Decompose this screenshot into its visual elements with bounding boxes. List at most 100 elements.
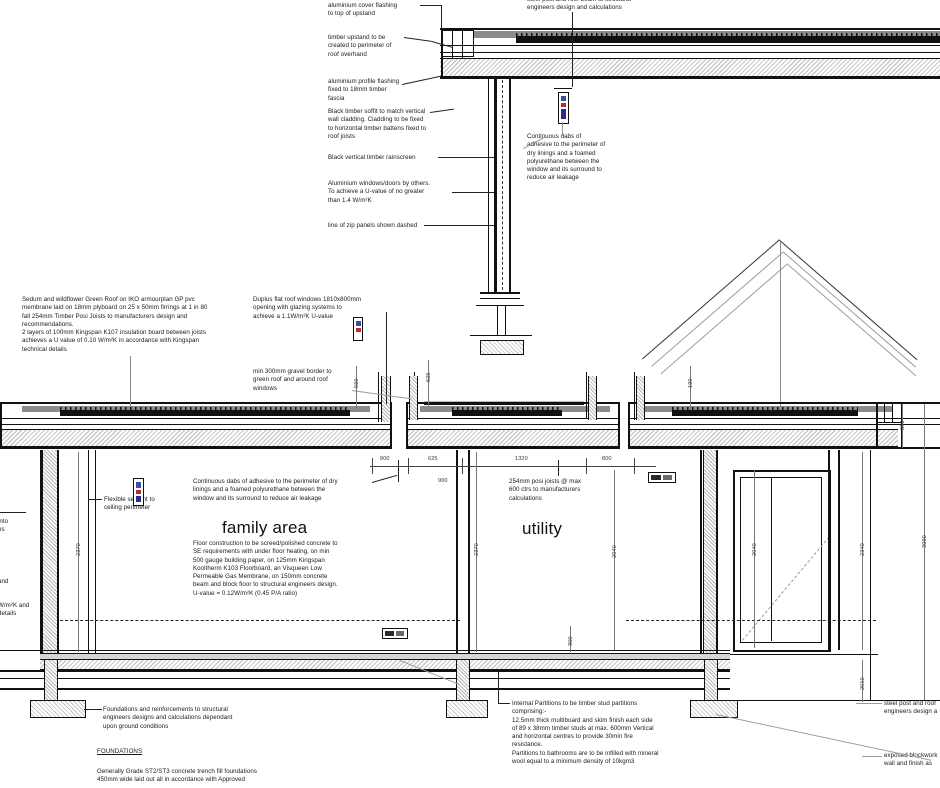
note-foundations-spec: Generally Grade ST2/ST3 concrete trench … [97, 768, 257, 784]
leader-internal-partitions [498, 703, 510, 704]
dim-tick-3 [586, 458, 587, 474]
right-outer-line [870, 450, 871, 700]
note-black-timber-soffit: Black timber soffit to match vertical wa… [328, 108, 427, 140]
central-post-left [456, 450, 458, 660]
foundation-left [30, 700, 86, 718]
floor-insulation [40, 659, 730, 670]
dim-tick-4 [634, 458, 635, 474]
dim-800-b: 800 [602, 456, 612, 462]
datum-chain-line [60, 620, 460, 621]
dimv-line-base-right [862, 660, 863, 702]
note-exposed-blockwork: exposed blockwork wall and finish as [884, 752, 938, 768]
utility-floor-line [700, 654, 878, 655]
dim-900: 900 [438, 478, 448, 484]
leader-internal-partitions-v [498, 672, 499, 704]
leader-steel-post-v [572, 12, 573, 87]
leader-left-edge [0, 512, 26, 513]
room-label-family-area: family area [222, 518, 308, 537]
right-ceiling-line [628, 447, 940, 449]
note-duplus-rooflight: Duplus flat roof windows 1810x800mm open… [253, 296, 362, 320]
note-green-roof-spec: Sedum and wildflower Green Roof on IKO a… [22, 296, 208, 353]
window-base-line [476, 305, 524, 306]
right-roof-deck [628, 418, 940, 419]
right-head-line-1 [884, 404, 885, 422]
roof-deck-line-2 [440, 52, 940, 53]
left-wall-foundation [44, 660, 58, 700]
roof-pitch-left-outer [641, 239, 780, 360]
dimv-550-rooflight: 550 [354, 378, 360, 388]
leader-zip-panels [424, 225, 494, 226]
dimv-line-rooflight-a [356, 366, 357, 408]
leader-green-roof [130, 356, 131, 406]
zip-panel-dashed-line [502, 80, 503, 290]
leader-rooflight [386, 312, 387, 404]
roof-pitch-left-inner [651, 251, 784, 367]
leader-rainscreen [438, 157, 494, 158]
foundation-mid [446, 700, 488, 718]
pad-foundation [480, 340, 524, 355]
ridge-line [780, 240, 781, 410]
right-roof-deck-2 [628, 424, 940, 425]
upstand-line-2 [462, 30, 463, 58]
dimv-line-right-outer [924, 404, 925, 700]
left-roof-deck-2 [0, 424, 392, 425]
rooflight-frame-line [424, 401, 584, 402]
dimv-line-left [78, 452, 79, 652]
window-cill-line [480, 292, 520, 294]
upstand-line-1 [452, 30, 453, 58]
note-left-edge-1: into ns [0, 518, 9, 534]
utility-partition-left [700, 450, 702, 660]
note-zip-panels: line of zip panels shown dashed [328, 222, 418, 229]
dimv-2370-mid: 2370 [474, 543, 480, 556]
dimv-line-rooflight-b [428, 360, 429, 406]
window-base-post-r [505, 305, 506, 335]
foundation-right [690, 700, 738, 718]
window-mullion-outer [494, 77, 497, 292]
dimv-3090: 3090 [922, 535, 928, 548]
note-continuous-dabs-mid: Continuous dabs of adhesive to the perim… [193, 478, 338, 502]
mid-roof-insulation [406, 429, 620, 447]
left-wall-blockwork [42, 450, 58, 658]
dimv-625-rooflight: 625 [426, 372, 432, 382]
upstand-inner-line [473, 30, 474, 56]
mid-bay-right-edge [618, 402, 620, 448]
floor-finish-line [0, 650, 730, 651]
mid-roof-sedum [452, 407, 562, 416]
family-glazing-line-1 [88, 450, 89, 655]
right-post-left [828, 450, 830, 650]
leader-windows-doors [452, 192, 494, 193]
central-post-fill [458, 450, 468, 660]
left-wall-inner-face [57, 450, 59, 658]
floor-underside-line [0, 688, 730, 690]
foundation-top-line [470, 335, 532, 336]
fixing-detail-symbol [558, 92, 569, 124]
right-head-left [876, 402, 878, 448]
roof-pitch-left-inner-2 [660, 263, 788, 375]
note-aluminium-profile-flashing: aluminium profile flashing fixed to 18mm… [328, 78, 400, 102]
note-steel-post-roof-beam: steel post and roof beam to structural e… [527, 0, 631, 12]
left-wall-outer-face [40, 450, 42, 658]
dimv-2040-door: 2040 [752, 543, 758, 556]
mid-bay-upstand-r [586, 372, 587, 418]
window-cill-line-2 [480, 298, 520, 299]
dimv-line-door [754, 470, 755, 648]
right-post-right [838, 450, 840, 650]
dimv-2040-utility: 2040 [612, 545, 618, 558]
leader-dabs-mid-v [398, 460, 399, 482]
detail-tag-floor [382, 628, 408, 639]
family-glazing-line-2 [95, 450, 96, 655]
dim-1320: 1320 [515, 456, 528, 462]
external-ground-line [736, 700, 940, 701]
window-mullion-inner [509, 77, 511, 292]
roof-insulation-zone [440, 58, 940, 77]
note-posi-joists: 254mm posi joists @ max 600 ctrs to manu… [509, 478, 582, 502]
leader-foundations [84, 709, 102, 710]
dimv-300-sill: 300 [568, 636, 574, 646]
dim-chain-line [370, 466, 656, 467]
left-roof-sedum [60, 407, 350, 416]
floor-slab-line [0, 670, 730, 672]
leader-posi-joists [558, 460, 559, 476]
mid-roof-deck [406, 418, 620, 419]
right-bay-left-edge [628, 402, 630, 448]
dim-tick-0 [372, 458, 373, 474]
